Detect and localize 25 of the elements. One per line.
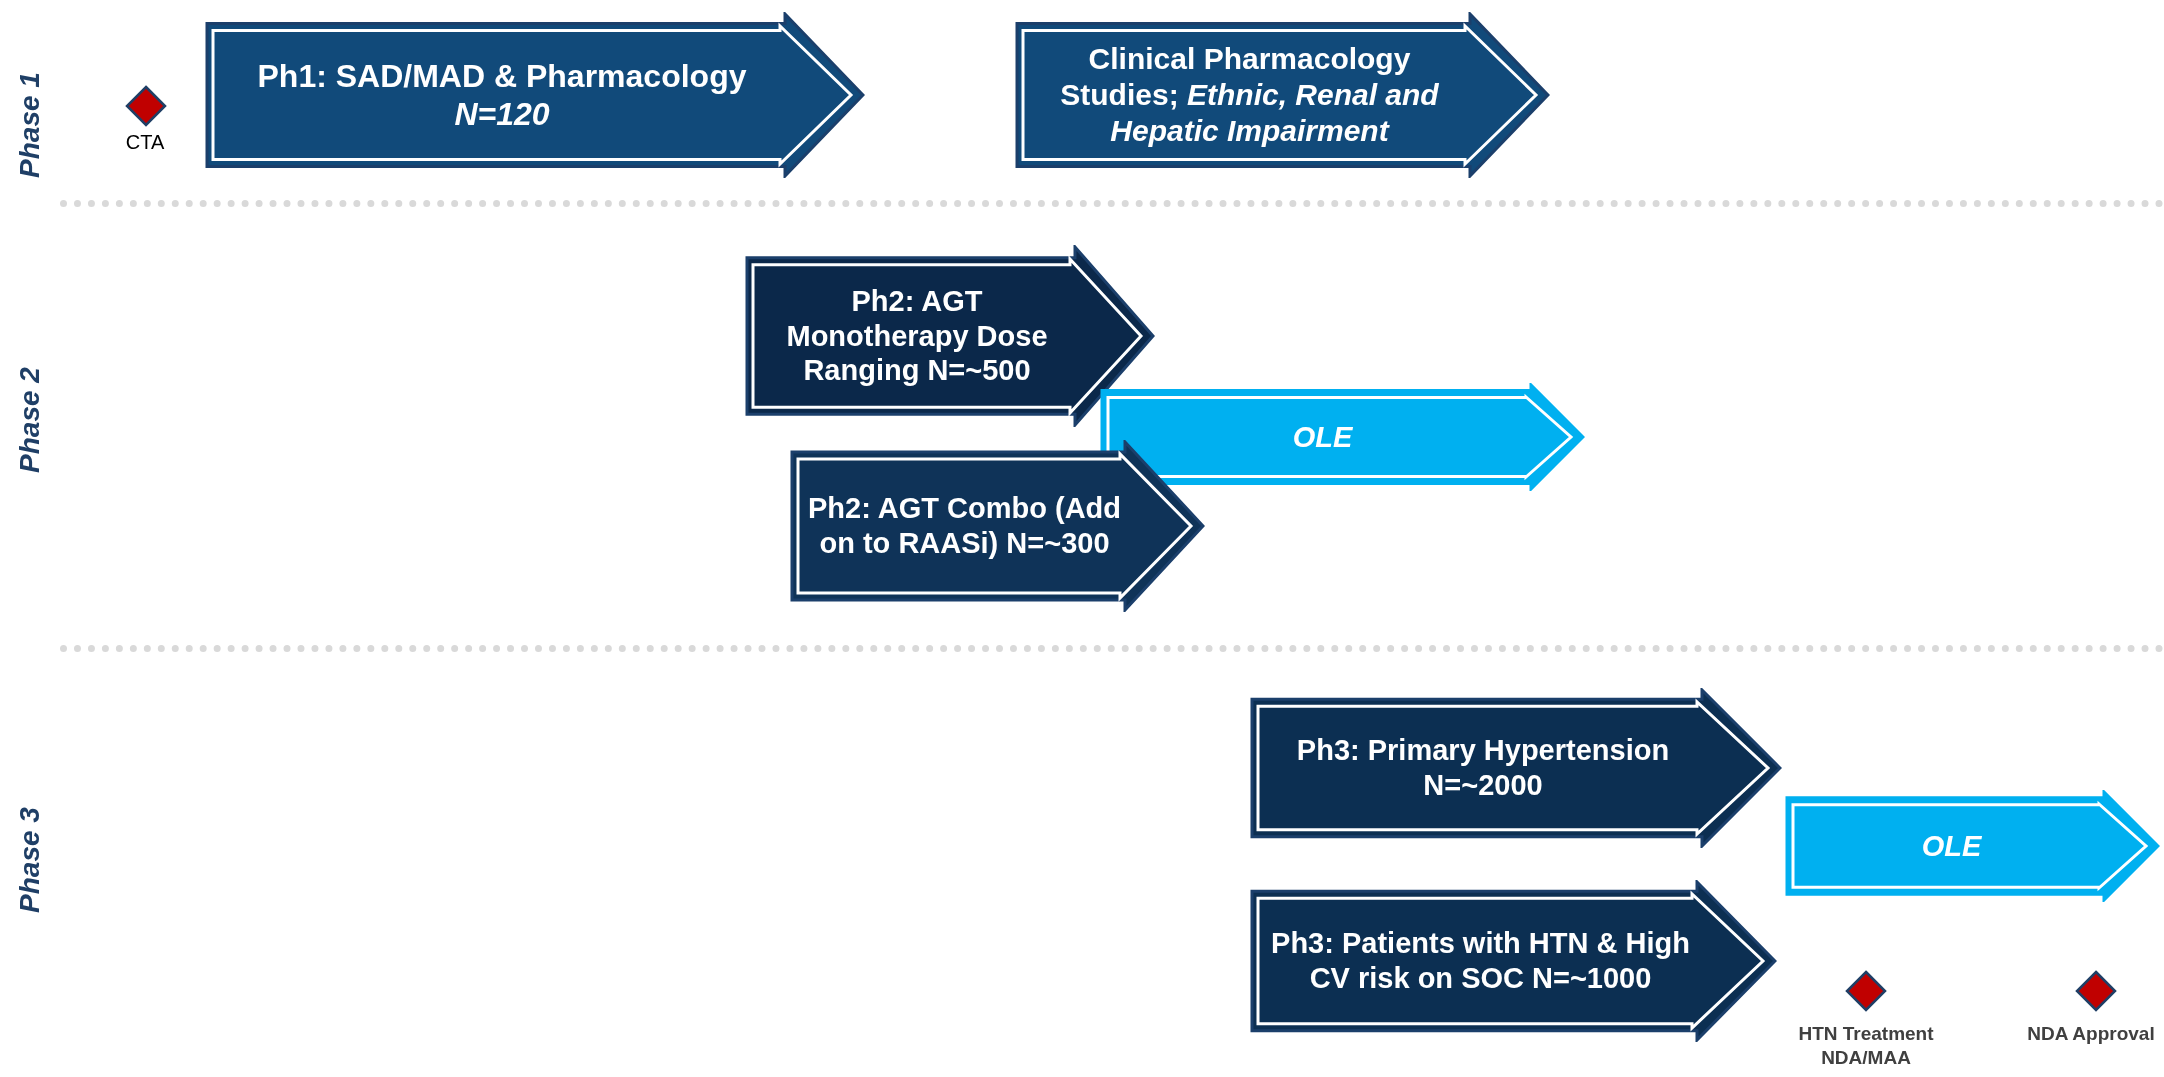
study-bar <box>745 245 1155 427</box>
arrow-label: Ph3: Primary Hypertension N=~2000 <box>1295 733 1671 803</box>
phase-label: Phase 3 <box>13 807 46 913</box>
milestone-label: CTA <box>124 130 166 155</box>
milestone-label: NDA Approval <box>2026 1022 2156 1046</box>
phase-label: Phase 1 <box>13 72 46 178</box>
phase-label: Phase 2 <box>13 367 46 473</box>
arrow-label: Ph2: AGT Monotherapy Dose Ranging N=~500 <box>785 283 1049 389</box>
study-bar <box>1100 383 1585 491</box>
study-bar <box>205 12 865 178</box>
arrow-label: Ph2: AGT Combo (Add on to RAASi) N=~300 <box>806 491 1123 561</box>
study-bar <box>790 440 1205 612</box>
milestone-diamond <box>1845 970 1887 1012</box>
arrow-label: Ph1: SAD/MAD & Pharmacology N=120 <box>256 56 748 134</box>
arrow-label: Clinical Pharmacology Studies; Ethnic, Renal and Hepatic Impairment <box>1059 41 1440 149</box>
arrow-label: Ph3: Patients with HTN & High CV risk on SOC N=~1000 <box>1270 926 1691 996</box>
arrow-label: OLE <box>1292 419 1353 455</box>
study-bar <box>1015 12 1550 178</box>
study-bar <box>1250 880 1777 1042</box>
milestone-label: HTN Treatment NDA/MAA <box>1797 1022 1935 1070</box>
study-bar <box>1250 688 1782 848</box>
milestone-diamond <box>2075 970 2117 1012</box>
milestone-diamond <box>125 85 167 127</box>
study-bar <box>1785 790 2160 902</box>
arrow-label: OLE <box>1921 828 1982 864</box>
